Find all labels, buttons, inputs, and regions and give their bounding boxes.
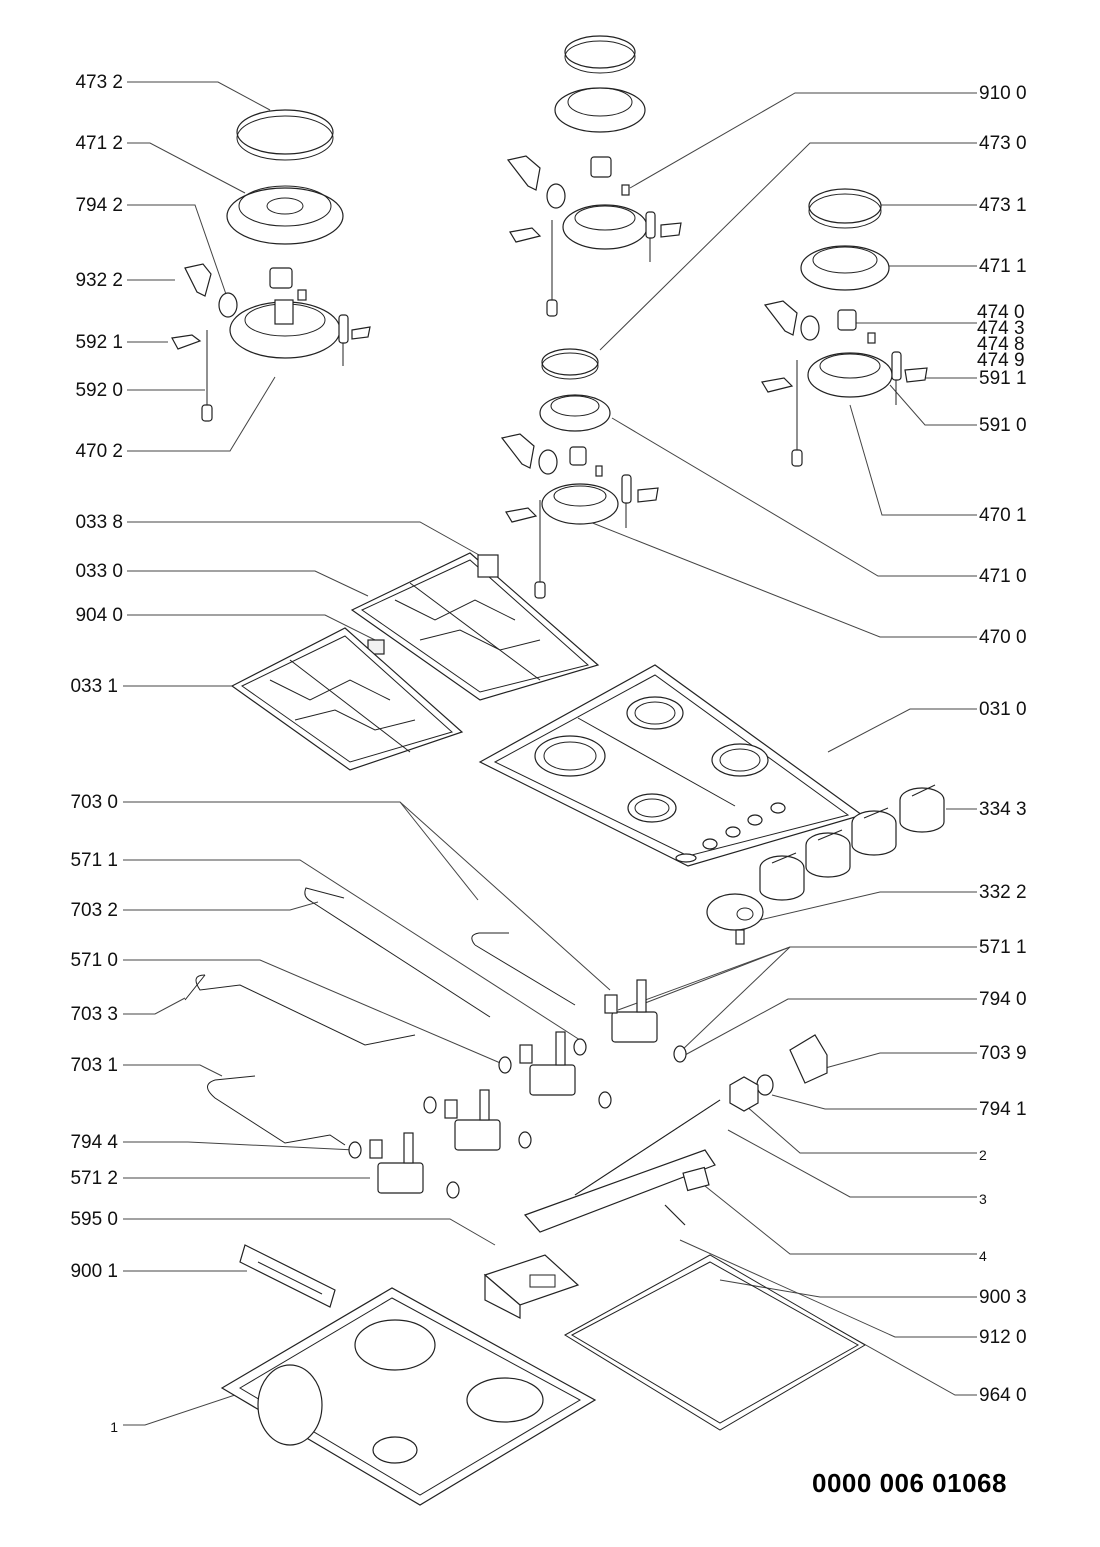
part-label-470-2: 470 2 <box>75 441 123 462</box>
part-label-592-0: 592 0 <box>75 380 123 401</box>
control-knobs <box>706 784 945 945</box>
part-label-474-9: 474 9 <box>977 350 1025 371</box>
burner-assembly-front-center <box>500 348 659 599</box>
burner-assembly-rear-center <box>506 35 682 317</box>
part-label-474-0: 474 0 <box>977 302 1025 323</box>
hob-top-plate <box>478 664 864 867</box>
part-label-591-1: 591 1 <box>979 368 1027 389</box>
sealing-washers <box>348 1038 774 1199</box>
part-label-703-0: 703 0 <box>70 792 118 813</box>
part-label-571-1-right: 571 1 <box>979 937 1027 958</box>
part-label-4: 4 <box>979 1248 987 1264</box>
part-label-471-1: 471 1 <box>979 256 1027 277</box>
seal-gasket <box>564 1254 866 1431</box>
document-code: 0000 006 01068 <box>812 1468 1007 1498</box>
part-label-3: 3 <box>979 1191 987 1207</box>
part-label-703-2: 703 2 <box>70 900 118 921</box>
part-label-stack-474: 474 0 474 3 474 8 474 9 <box>977 302 1025 371</box>
part-label-794-1: 794 1 <box>979 1099 1027 1120</box>
part-label-571-0: 571 0 <box>70 950 118 971</box>
part-label-591-0: 591 0 <box>979 415 1027 436</box>
part-label-900-1: 900 1 <box>70 1261 118 1282</box>
pan-support-front <box>230 627 464 771</box>
part-label-033-1: 033 1 <box>70 676 118 697</box>
gas-taps <box>369 979 658 1194</box>
part-label-571-2: 571 2 <box>70 1168 118 1189</box>
part-label-473-0: 473 0 <box>979 133 1027 154</box>
part-label-474-8: 474 8 <box>977 334 1025 355</box>
part-label-033-0: 033 0 <box>75 561 123 582</box>
part-label-473-1: 473 1 <box>979 195 1027 216</box>
part-label-932-2: 932 2 <box>75 270 123 291</box>
part-label-031-0: 031 0 <box>979 699 1027 720</box>
part-label-703-9: 703 9 <box>979 1043 1027 1064</box>
part-label-471-0: 471 0 <box>979 566 1027 587</box>
part-label-332-2: 332 2 <box>979 882 1027 903</box>
gas-pipes <box>184 887 576 1146</box>
burner-assembly-rear-left <box>171 109 371 422</box>
part-label-910-0: 910 0 <box>979 83 1027 104</box>
leader-lines-right <box>584 92 977 1396</box>
part-label-912-0: 912 0 <box>979 1327 1027 1348</box>
part-label-470-0: 470 0 <box>979 627 1027 648</box>
part-label-473-2: 473 2 <box>75 72 123 93</box>
part-label-471-2: 471 2 <box>75 133 123 154</box>
part-label-794-4: 794 4 <box>70 1132 118 1153</box>
part-label-592-1: 592 1 <box>75 332 123 353</box>
part-label-470-1: 470 1 <box>979 505 1027 526</box>
bottom-tray <box>220 1287 597 1506</box>
part-label-033-8: 033 8 <box>75 512 123 533</box>
part-label-900-3: 900 3 <box>979 1287 1027 1308</box>
part-label-571-1-left: 571 1 <box>70 850 118 871</box>
part-label-474-3: 474 3 <box>977 318 1025 339</box>
ignition-button <box>706 893 764 945</box>
part-label-794-2: 794 2 <box>75 195 123 216</box>
part-label-794-0: 794 0 <box>979 989 1027 1010</box>
part-label-1: 1 <box>110 1419 118 1435</box>
part-label-703-3: 703 3 <box>70 1004 118 1025</box>
part-label-334-3: 334 3 <box>979 799 1027 820</box>
pan-support-rear <box>350 552 600 701</box>
part-label-904-0: 904 0 <box>75 605 123 626</box>
leader-lines-left <box>123 81 611 1426</box>
part-label-595-0: 595 0 <box>70 1209 118 1230</box>
part-label-2: 2 <box>979 1147 987 1163</box>
gas-inlet-assembly <box>523 1034 828 1233</box>
part-label-703-1: 703 1 <box>70 1055 118 1076</box>
bracket-strip <box>239 1244 336 1308</box>
ignition-module <box>483 1254 580 1319</box>
part-label-964-0: 964 0 <box>979 1385 1027 1406</box>
burner-assembly-front-right <box>761 188 928 467</box>
